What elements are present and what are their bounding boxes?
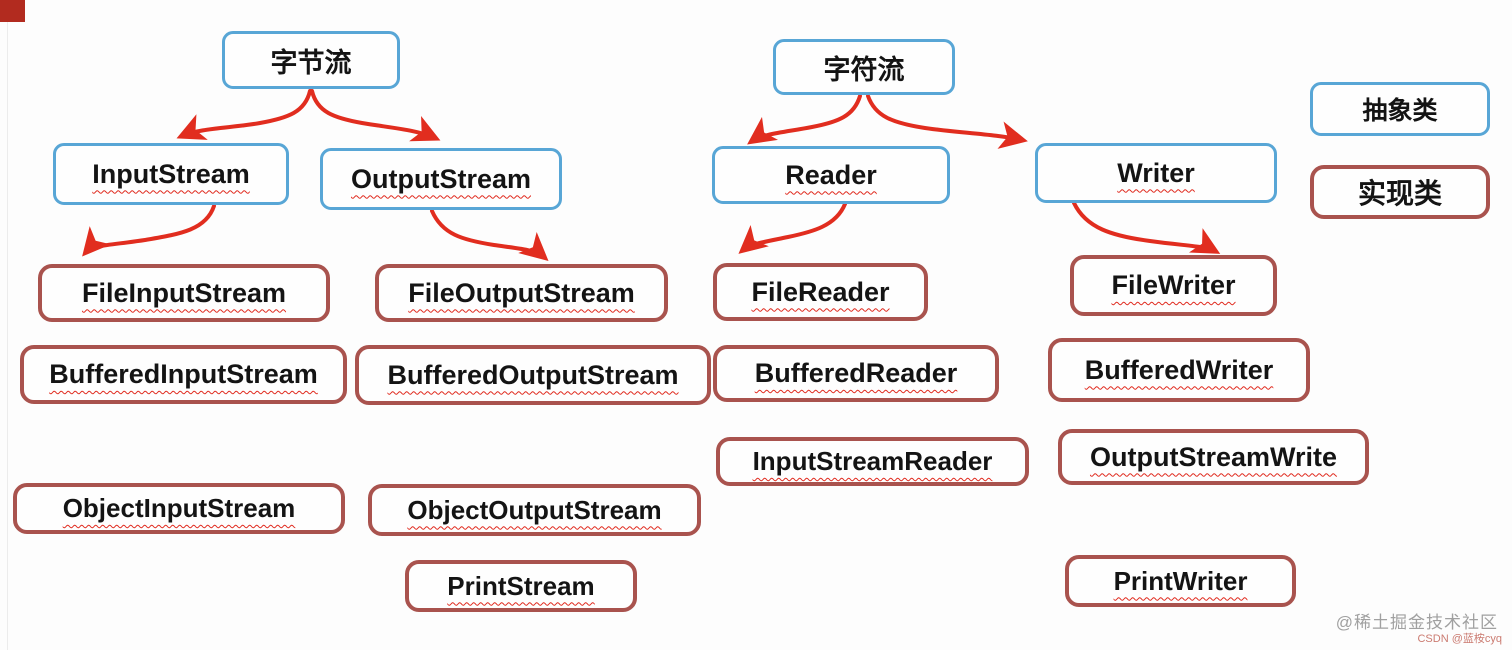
node-filewriter: FileWriter xyxy=(1070,255,1277,316)
node-label-fileinputstream: FileInputStream xyxy=(81,277,287,308)
node-label-outputstream: OutputStream xyxy=(350,163,531,194)
node-printstream: PrintStream xyxy=(405,560,637,612)
node-label-char-stream: 字符流 xyxy=(823,54,905,85)
node-label-inputstream: InputStream xyxy=(92,158,250,189)
node-char-stream: 字符流 xyxy=(773,39,955,95)
node-writer: Writer xyxy=(1035,143,1277,203)
node-bufferedwriter: BufferedWriter xyxy=(1048,338,1310,402)
node-legend-concrete: 实现类 xyxy=(1310,165,1490,219)
node-bufferedreader: BufferedReader xyxy=(713,345,999,402)
node-reader: Reader xyxy=(712,146,950,204)
arrow-bytestream-to-inputstream xyxy=(176,89,312,140)
node-label-inputstreamreader: InputStreamReader xyxy=(752,446,993,476)
node-label-bufferedreader: BufferedReader xyxy=(754,358,958,388)
corner-accent-square xyxy=(0,0,25,22)
node-label-bufferedinputstream: BufferedInputStream xyxy=(49,359,318,389)
node-label-legend-concrete: 实现类 xyxy=(1357,178,1442,209)
node-label-objectoutputstream: ObjectOutputStream xyxy=(407,494,662,525)
node-printwriter: PrintWriter xyxy=(1065,555,1296,607)
node-byte-stream: 字节流 xyxy=(222,31,400,89)
arrow-outputstream-to-fileoutputstream xyxy=(430,209,549,261)
arrow-charstream-to-reader xyxy=(747,94,862,145)
arrow-charstream-to-writer xyxy=(866,94,1028,149)
left-edge-divider xyxy=(7,22,8,650)
arrow-bytestream-to-outputstream xyxy=(310,89,441,142)
node-label-bufferedwriter: BufferedWriter xyxy=(1084,354,1274,385)
node-label-reader: Reader xyxy=(785,159,877,190)
node-label-legend-abstract: 抽象类 xyxy=(1362,97,1438,125)
node-inputstream: InputStream xyxy=(53,143,289,205)
csdn-watermark: CSDN @蓝桉cyq xyxy=(1417,633,1502,645)
node-objectoutputstream: ObjectOutputStream xyxy=(368,484,701,536)
node-label-objectinputstream: ObjectInputStream xyxy=(62,493,296,523)
arrow-writer-to-filewriter xyxy=(1072,201,1221,254)
node-label-printstream: PrintStream xyxy=(447,570,595,601)
node-label-fileoutputstream: FileOutputStream xyxy=(408,277,635,308)
node-inputstreamreader: InputStreamReader xyxy=(716,437,1029,486)
node-label-filereader: FileReader xyxy=(751,276,890,307)
node-label-bufferedoutputstream: BufferedOutputStream xyxy=(387,359,679,390)
node-label-writer: Writer xyxy=(1117,157,1195,188)
node-label-outputstreamwrite: OutputStreamWrite xyxy=(1089,441,1338,472)
node-outputstreamwrite: OutputStreamWrite xyxy=(1058,429,1369,485)
node-label-filewriter: FileWriter xyxy=(1111,270,1236,300)
juejin-watermark: @稀土掘金技术社区 xyxy=(1335,613,1498,632)
node-filereader: FileReader xyxy=(713,263,928,321)
node-fileinputstream: FileInputStream xyxy=(38,264,330,322)
node-label-printwriter: PrintWriter xyxy=(1113,565,1248,596)
node-objectinputstream: ObjectInputStream xyxy=(13,483,345,534)
node-outputstream: OutputStream xyxy=(320,148,562,210)
node-bufferedoutputstream: BufferedOutputStream xyxy=(355,345,711,405)
arrow-reader-to-filereader xyxy=(738,202,847,254)
arrow-inputstream-to-fileinputstream xyxy=(82,204,216,257)
node-legend-abstract: 抽象类 xyxy=(1310,82,1490,136)
node-fileoutputstream: FileOutputStream xyxy=(375,264,668,322)
node-bufferedinputstream: BufferedInputStream xyxy=(20,345,347,404)
node-label-byte-stream: 字节流 xyxy=(270,47,352,78)
